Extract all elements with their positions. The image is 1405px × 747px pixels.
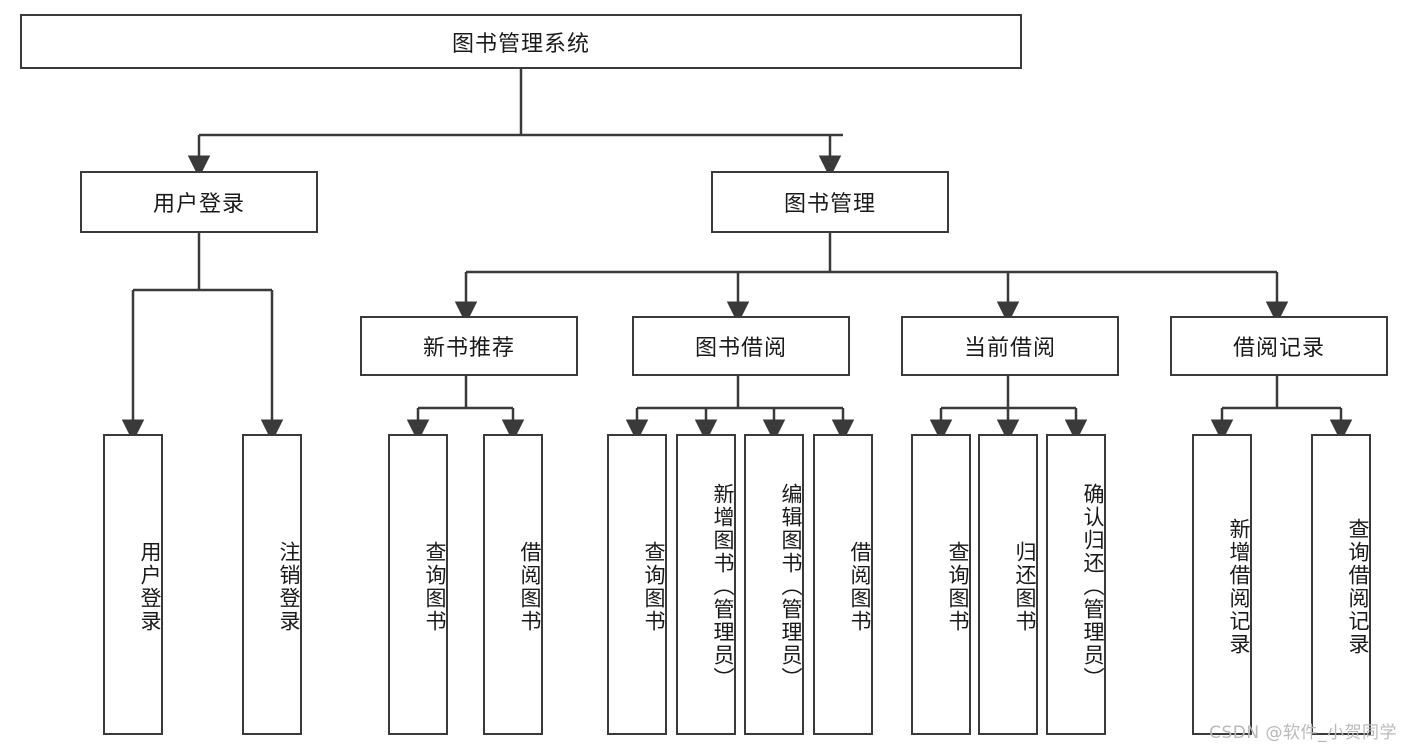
leaf-cb-query-book[interactable]: 查询图书 xyxy=(911,434,971,735)
leaf-logout[interactable]: 注销登录 xyxy=(242,434,302,735)
node-current-borrow[interactable]: 当前借阅 xyxy=(901,316,1119,376)
leaf-label: 借阅图书 xyxy=(848,540,872,633)
leaf-nb-borrow-book[interactable]: 借阅图书 xyxy=(483,434,543,735)
node-user-login[interactable]: 用户登录 xyxy=(80,171,318,233)
leaf-cb-return-book[interactable]: 归还图书 xyxy=(978,434,1038,735)
leaf-label: 查询图书 xyxy=(642,540,666,633)
leaf-label: 新增图书（管理员） xyxy=(711,483,735,690)
leaf-label: 编辑图书（管理员） xyxy=(779,483,803,690)
leaf-br-query-record[interactable]: 查询借阅记录 xyxy=(1311,434,1371,735)
node-new-book-recommend[interactable]: 新书推荐 xyxy=(360,316,578,376)
leaf-user-login[interactable]: 用户登录 xyxy=(103,434,163,735)
leaf-nb-query-book[interactable]: 查询图书 xyxy=(388,434,448,735)
leaf-label: 用户登录 xyxy=(138,540,162,633)
leaf-label: 查询图书 xyxy=(423,540,447,633)
node-borrow-record[interactable]: 借阅记录 xyxy=(1170,316,1388,376)
leaf-label: 新增借阅记录 xyxy=(1227,517,1251,656)
leaf-br-add-record[interactable]: 新增借阅记录 xyxy=(1192,434,1252,735)
leaf-label: 确认归还（管理员） xyxy=(1081,483,1105,690)
leaf-label: 归还图书 xyxy=(1013,540,1037,633)
leaf-label: 注销登录 xyxy=(277,540,301,633)
node-root-system[interactable]: 图书管理系统 xyxy=(20,14,1022,69)
node-book-management[interactable]: 图书管理 xyxy=(711,171,949,233)
leaf-bb-query-book[interactable]: 查询图书 xyxy=(607,434,667,735)
leaf-bb-borrow-book[interactable]: 借阅图书 xyxy=(813,434,873,735)
leaf-cb-confirm-return[interactable]: 确认归还（管理员） xyxy=(1046,434,1106,735)
leaf-label: 借阅图书 xyxy=(518,540,542,633)
leaf-bb-add-book[interactable]: 新增图书（管理员） xyxy=(676,434,736,735)
leaf-bb-edit-book[interactable]: 编辑图书（管理员） xyxy=(744,434,804,735)
leaf-label: 查询图书 xyxy=(946,540,970,633)
leaf-label: 查询借阅记录 xyxy=(1346,517,1370,656)
node-book-borrow[interactable]: 图书借阅 xyxy=(632,316,850,376)
